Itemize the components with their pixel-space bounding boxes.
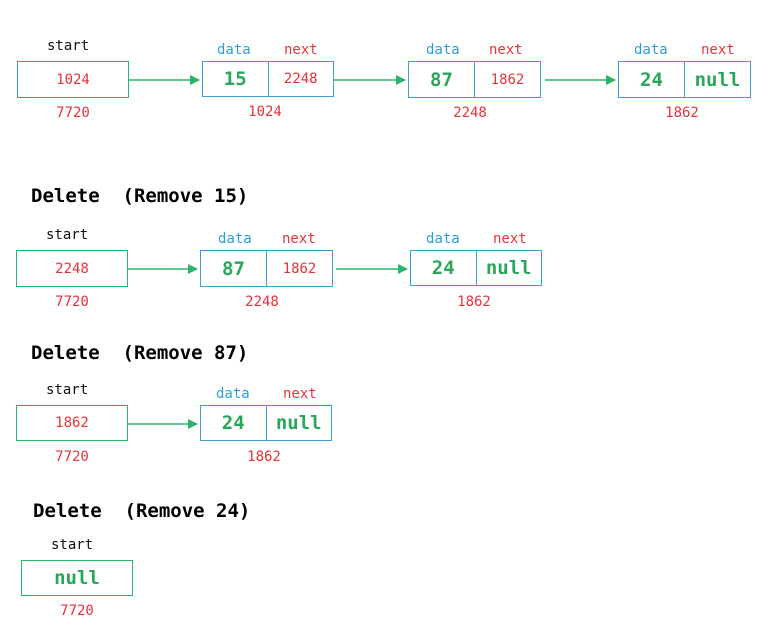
node-next-cell: 1862 <box>474 62 540 97</box>
node-data-cell: 87 <box>222 257 245 280</box>
start-pointer-value: 1862 <box>55 415 89 431</box>
next-label: next <box>283 386 317 402</box>
section-title: Delete (Remove 15) <box>31 185 249 207</box>
start-pointer-box: 1862 <box>16 405 128 441</box>
start-pointer-box: 1024 <box>17 61 129 98</box>
start-pointer-value: null <box>54 567 100 589</box>
node-next-cell: 1862 <box>266 251 332 286</box>
node-next-cell: null <box>684 62 750 97</box>
data-label: data <box>426 42 460 58</box>
node-data-cell: 15 <box>223 68 247 90</box>
start-pointer-value: 2248 <box>55 260 89 277</box>
node-address: 1862 <box>457 294 491 310</box>
data-label: data <box>426 231 460 247</box>
list-node: 24 null <box>200 405 332 441</box>
section-title: Delete (Remove 87) <box>31 342 249 364</box>
start-pointer-address: 7720 <box>56 105 90 121</box>
data-label: data <box>634 42 668 58</box>
node-data-cell: 24 <box>221 412 245 434</box>
next-label: next <box>282 231 316 247</box>
start-label: start <box>46 227 89 243</box>
start-pointer-address: 7720 <box>60 603 94 619</box>
start-pointer-box: null <box>21 560 133 596</box>
node-data-cell: 24 <box>431 257 455 279</box>
start-label: start <box>46 382 89 398</box>
list-node: 24 null <box>618 61 751 98</box>
data-label: data <box>216 386 250 402</box>
list-node: 24 null <box>410 250 542 286</box>
node-next-cell: null <box>265 406 332 440</box>
list-node: 87 1862 <box>408 61 541 98</box>
node-address: 2248 <box>245 294 279 310</box>
start-pointer-value: 1024 <box>56 71 90 88</box>
next-label: next <box>284 42 318 58</box>
node-next-cell: null <box>475 251 542 285</box>
node-address: 1862 <box>665 105 699 121</box>
section-title: Delete (Remove 24) <box>33 500 251 522</box>
start-pointer-address: 7720 <box>55 449 89 465</box>
list-node: 15 2248 <box>202 61 334 97</box>
node-address: 1862 <box>247 449 281 465</box>
start-pointer-box: 2248 <box>16 250 128 287</box>
node-data-cell: 87 <box>430 68 453 91</box>
node-address: 2248 <box>453 105 487 121</box>
node-address: 1024 <box>248 104 282 120</box>
node-next-cell: 2248 <box>267 62 334 96</box>
data-label: data <box>217 42 251 58</box>
list-node: 87 1862 <box>200 250 333 287</box>
next-label: next <box>493 231 527 247</box>
start-pointer-address: 7720 <box>55 294 89 310</box>
start-label: start <box>47 38 90 54</box>
data-label: data <box>218 231 252 247</box>
node-data-cell: 24 <box>640 68 663 91</box>
start-label: start <box>51 537 94 553</box>
next-label: next <box>701 42 735 58</box>
next-label: next <box>489 42 523 58</box>
